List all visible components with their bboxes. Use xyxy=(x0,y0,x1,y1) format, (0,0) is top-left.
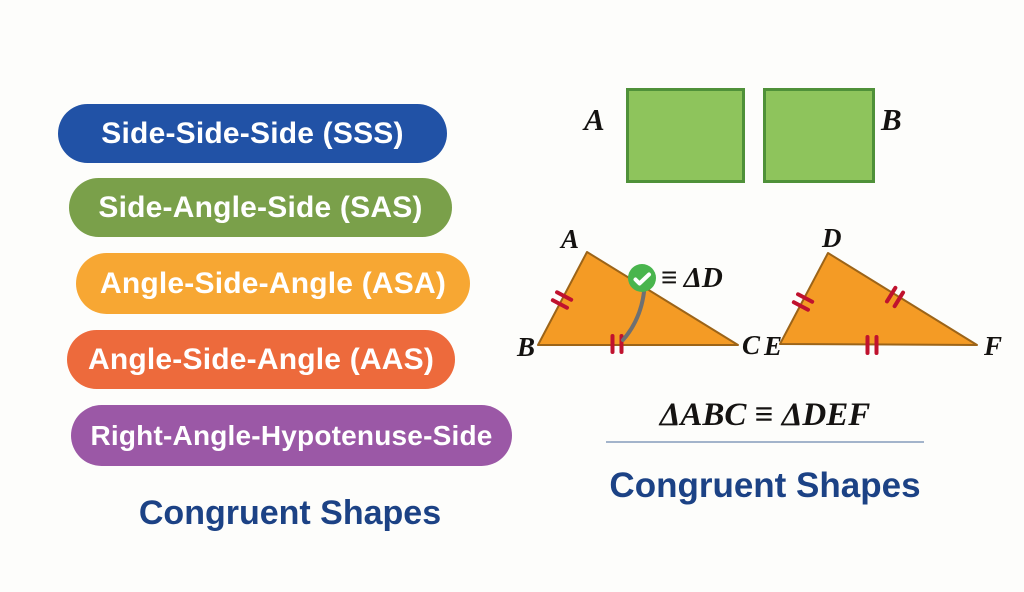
right-heading-congruent-shapes: Congruent Shapes xyxy=(609,466,921,505)
criteria-pill-asa-label: Angle-Side-Angle (ASA) xyxy=(99,266,447,300)
annotation-curve xyxy=(621,290,646,342)
tick-mark-bc xyxy=(610,334,624,354)
criteria-pill-sss: Side-Side-Side (SSS) xyxy=(58,104,447,163)
criteria-pill-sas: Side-Angle-Side (SAS) xyxy=(69,178,452,237)
vertex-label-b: B xyxy=(517,332,536,362)
green-square-b xyxy=(763,88,875,183)
tick-mark-ef xyxy=(865,335,879,355)
square-b-label: B xyxy=(881,102,902,137)
criteria-pill-asa: Angle-Side-Angle (ASA) xyxy=(76,253,470,314)
square-a-label: A xyxy=(584,102,605,137)
tick-mark-ab xyxy=(550,290,574,310)
criteria-pill-sas-label: Side-Angle-Side (SAS) xyxy=(98,190,423,224)
congruence-annotation: ≡ ΔD xyxy=(661,262,723,294)
check-circle-icon xyxy=(628,264,656,292)
tick-mark-de xyxy=(791,292,815,312)
vertex-label-e: E xyxy=(764,331,783,361)
vertex-label-c: C xyxy=(742,330,761,360)
statement-underline xyxy=(606,441,924,443)
criteria-pill-aas: Angle-Side-Angle (AAS) xyxy=(67,330,455,389)
left-heading-congruent-shapes: Congruent Shapes xyxy=(138,494,442,532)
tick-mark-df xyxy=(884,285,906,309)
criteria-pill-sss-label: Side-Side-Side (SSS) xyxy=(101,116,404,150)
green-square-a xyxy=(626,88,745,183)
triangles-diagram xyxy=(537,251,978,355)
congruence-statement: ΔABC ≡ ΔDEF xyxy=(659,397,871,433)
criteria-pill-rhs-label: Right-Angle-Hypotenuse-Side xyxy=(90,419,493,451)
vertex-label-d: D xyxy=(822,223,842,253)
criteria-pill-rhs: Right-Angle-Hypotenuse-Side xyxy=(71,405,512,466)
vertex-label-a: A xyxy=(561,224,580,254)
criteria-pill-aas-label: Angle-Side-Angle (AAS) xyxy=(87,342,435,376)
vertex-label-f: F xyxy=(984,331,1003,361)
triangle-abc-shape xyxy=(537,251,739,346)
